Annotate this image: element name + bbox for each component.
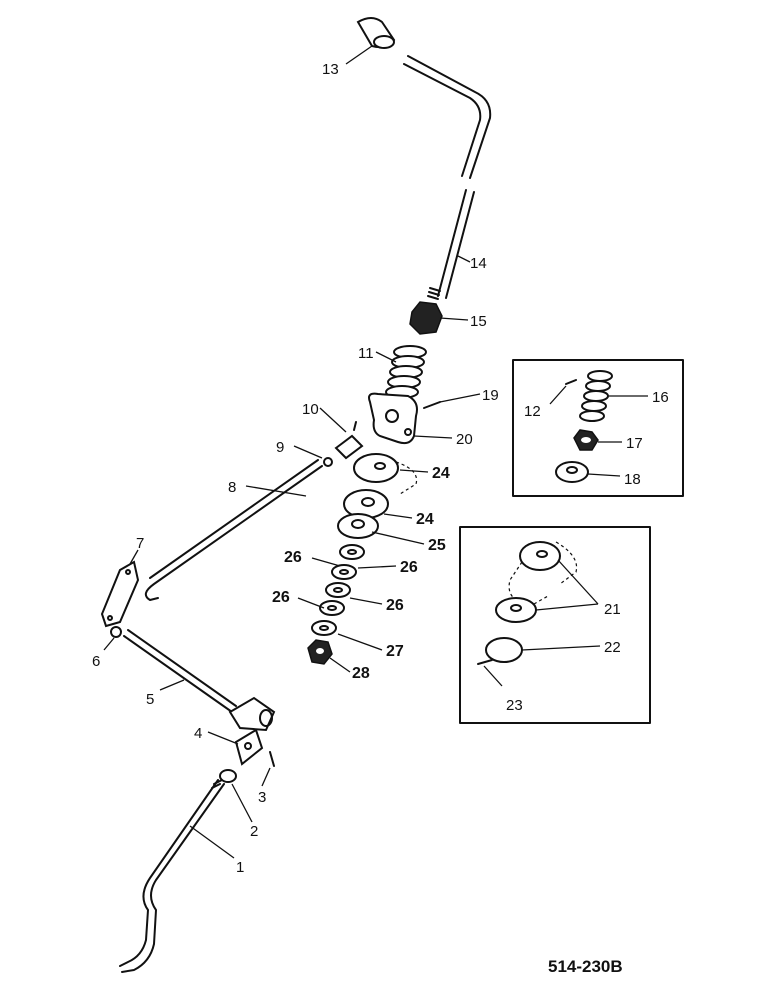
- stud-10: [334, 421, 364, 460]
- label-18: 18: [624, 471, 641, 488]
- rod-1: [119, 779, 225, 973]
- label-15: 15: [470, 313, 487, 330]
- label-5: 5: [146, 691, 154, 708]
- inset-upper-parts: [555, 370, 613, 483]
- label-26-c: 26: [272, 589, 290, 606]
- label-13: 13: [322, 61, 339, 78]
- label-19: 19: [482, 387, 499, 404]
- label-26-a: 26: [284, 549, 302, 566]
- label-23: 23: [506, 697, 523, 714]
- label-11: 11: [358, 345, 374, 362]
- label-20: 20: [456, 431, 473, 448]
- label-26-b: 26: [400, 559, 418, 576]
- inset-box-lower: [459, 526, 651, 724]
- diagram-code: 514-230B: [548, 957, 623, 976]
- washer-27: [311, 620, 337, 636]
- label-16: 16: [652, 389, 669, 406]
- knob-13: [356, 17, 396, 49]
- label-27: 27: [386, 643, 404, 660]
- label-26-d: 26: [386, 597, 404, 614]
- label-21: 21: [604, 601, 621, 618]
- label-17: 17: [626, 435, 643, 452]
- nut-28: [307, 639, 333, 665]
- bracket-20: [368, 392, 418, 445]
- label-28: 28: [352, 665, 370, 682]
- shaft-5: [123, 629, 276, 732]
- washers-26: [319, 544, 365, 616]
- arm-4: [234, 728, 264, 766]
- pin-19: [423, 401, 441, 409]
- lever-rod-14: [403, 55, 492, 300]
- label-25: 25: [428, 537, 446, 554]
- label-4: 4: [194, 725, 202, 742]
- rod-8: [144, 465, 323, 601]
- nut-15: [409, 301, 443, 335]
- lever-7: [100, 560, 140, 628]
- pin-3: [269, 751, 275, 767]
- label-14: 14: [470, 255, 487, 272]
- label-6: 6: [92, 653, 100, 670]
- label-22: 22: [604, 639, 621, 656]
- part-labels: 13 14 15 11 19 20 10 9 8 24 24 25 26 26 …: [92, 61, 669, 876]
- label-3: 3: [258, 789, 266, 806]
- label-10: 10: [302, 401, 319, 418]
- plate-25: [337, 513, 379, 539]
- label-24-upper: 24: [432, 465, 450, 482]
- washer-6: [110, 626, 122, 638]
- label-12: 12: [524, 403, 541, 420]
- label-1: 1: [236, 859, 244, 876]
- label-7: 7: [136, 535, 144, 552]
- spring-11: [385, 345, 427, 399]
- plate-24-upper: [353, 453, 418, 495]
- washer-2: [219, 769, 237, 783]
- label-2: 2: [250, 823, 258, 840]
- inset-lower-parts: [477, 541, 578, 665]
- inset-box-upper: [512, 359, 684, 497]
- label-24-lower: 24: [416, 511, 434, 528]
- label-9: 9: [276, 439, 284, 456]
- label-8: 8: [228, 479, 236, 496]
- leader-lines: [103, 45, 648, 859]
- washer-9: [323, 457, 333, 467]
